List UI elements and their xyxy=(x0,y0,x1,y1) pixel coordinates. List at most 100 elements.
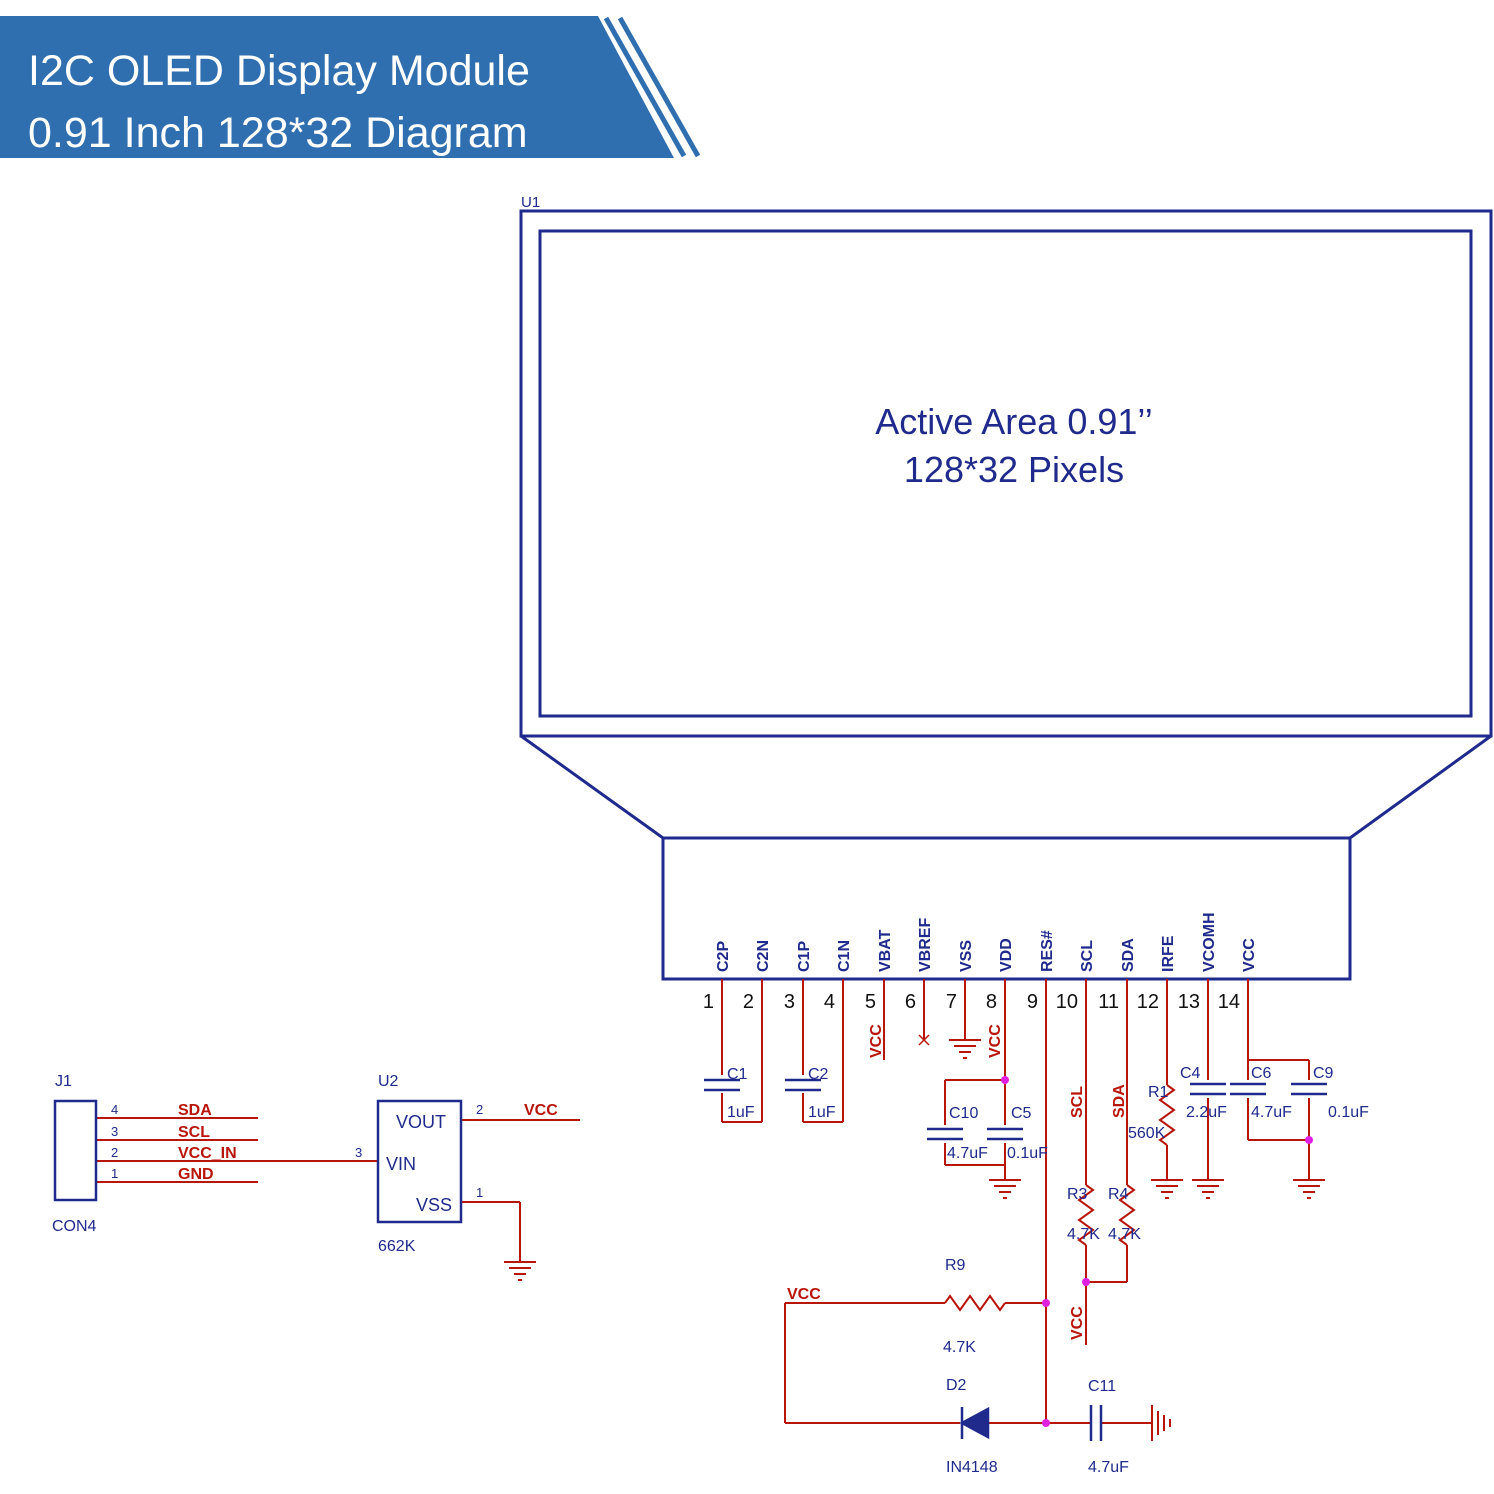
r9-value: 4.7K xyxy=(943,1339,976,1356)
c9-value: 0.1uF xyxy=(1328,1104,1369,1121)
r1-ref: R1 xyxy=(1148,1084,1169,1101)
c9-ref: C9 xyxy=(1313,1065,1334,1082)
u1-pin-number: 14 xyxy=(1218,991,1240,1013)
j1-net-gnd: GND xyxy=(178,1166,214,1183)
active-area-pixels: 128*32 Pixels xyxy=(904,449,1124,490)
title-banner-shape xyxy=(0,16,701,158)
j1-net-vcc-in: VCC_IN xyxy=(178,1145,237,1162)
u1-pin-number: 13 xyxy=(1178,991,1200,1013)
u1-pin-name: VSS xyxy=(958,940,975,972)
u2-out-net: VCC xyxy=(524,1102,558,1119)
u2-pin-name-vss: VSS xyxy=(416,1195,452,1215)
c4-value: 2.2uF xyxy=(1186,1104,1227,1121)
c11-ref: C11 xyxy=(1088,1378,1116,1395)
c1-value: 1uF xyxy=(727,1104,755,1121)
junction-dots xyxy=(1001,1076,1313,1427)
u1-pin-number: 9 xyxy=(1027,991,1038,1013)
u1-pin-group: C2P 1 C2N 2 C1P 3 C1N 4 VBAT 5 VBREF 6 VSS 7 VDD 8 RES# 9… xyxy=(703,912,1258,1013)
u1-pin-name: C1P xyxy=(796,941,813,972)
page-title: I2C OLED Display Module xyxy=(28,47,530,95)
c5-ref: C5 xyxy=(1011,1105,1032,1122)
c11-value: 4.7uF xyxy=(1088,1459,1129,1476)
ground-symbols xyxy=(504,1039,1325,1441)
u1-pin-name: VDD xyxy=(998,938,1015,972)
u2-pin-name-vin: VIN xyxy=(386,1154,416,1174)
u1-pin-number: 2 xyxy=(743,991,754,1013)
d2-value: IN4148 xyxy=(946,1459,998,1476)
no-connect-mark xyxy=(918,1034,930,1046)
u1-pin-name: VBREF xyxy=(917,918,934,972)
u1-pin-name: C1N xyxy=(836,940,853,972)
component-labels: C1 1uF C2 1uF C10 4.7uF C5 0.1uF C4 2.2u… xyxy=(727,1065,1369,1476)
u1-pin-number: 7 xyxy=(946,991,957,1013)
net-vcc-pin8: VCC xyxy=(987,1024,1004,1058)
c10-ref: C10 xyxy=(949,1105,978,1122)
u2-designator: U2 xyxy=(378,1073,399,1090)
u1-pin-name: SCL xyxy=(1079,940,1096,972)
u1-pin-number: 12 xyxy=(1137,991,1159,1013)
net-sda: SDA xyxy=(1111,1084,1128,1118)
j1-net-scl: SCL xyxy=(178,1124,210,1141)
u2-regulator: U2 662K VOUT VIN VSS 2 3 1 VCC xyxy=(355,1073,558,1255)
u1-pin-name: SDA xyxy=(1120,938,1137,972)
c4-ref: C4 xyxy=(1180,1065,1201,1082)
u1-pin-number: 11 xyxy=(1098,991,1119,1013)
c1-ref: C1 xyxy=(727,1066,748,1083)
u1-pin-number: 8 xyxy=(986,991,997,1013)
u1-pin-number: 3 xyxy=(784,991,795,1013)
d2-ref: D2 xyxy=(946,1377,967,1394)
u1-pin-name: VBAT xyxy=(877,929,894,972)
r3-value: 4.7K xyxy=(1067,1226,1100,1243)
r1-value: 560K xyxy=(1128,1125,1166,1142)
u1-pin-name: C2P xyxy=(715,941,732,972)
u2-pin-num-vss: 1 xyxy=(476,1185,483,1200)
page-subtitle: 0.91 Inch 128*32 Diagram xyxy=(28,109,528,157)
u1-pin-number: 10 xyxy=(1056,991,1078,1013)
c2-value: 1uF xyxy=(808,1104,836,1121)
u1-pin-name: VCC xyxy=(1241,938,1258,972)
u1-pin-name: C2N xyxy=(755,940,772,972)
r4-value: 4.7K xyxy=(1108,1226,1141,1243)
r4-ref: R4 xyxy=(1108,1186,1129,1203)
u2-pin-num-vout: 2 xyxy=(476,1102,483,1117)
net-vcc-reset: VCC xyxy=(787,1286,821,1303)
schematic-wires xyxy=(96,979,1310,1424)
j1-pin-num: 1 xyxy=(111,1166,118,1181)
c6-value: 4.7uF xyxy=(1251,1104,1292,1121)
c10-value: 4.7uF xyxy=(947,1145,988,1162)
capacitor-symbols xyxy=(704,1078,1327,1441)
c2-ref: C2 xyxy=(808,1066,829,1083)
net-scl: SCL xyxy=(1069,1086,1086,1118)
diode-symbol xyxy=(959,1406,990,1440)
c6-ref: C6 xyxy=(1251,1065,1272,1082)
active-area-label: Active Area 0.91’’ xyxy=(875,401,1153,442)
j1-connector: J1 CON4 4 3 2 1 SDA SCL VCC_IN GND xyxy=(52,1073,237,1235)
j1-pin-num: 2 xyxy=(111,1145,118,1160)
u1-pin-number: 6 xyxy=(905,991,916,1013)
u1-pin-number: 4 xyxy=(824,991,835,1013)
net-vcc-pullup: VCC xyxy=(1069,1306,1086,1340)
net-vcc-pin5: VCC xyxy=(868,1024,885,1058)
j1-pin-num: 4 xyxy=(111,1102,118,1117)
j1-net-sda: SDA xyxy=(178,1102,212,1119)
c5-value: 0.1uF xyxy=(1007,1145,1048,1162)
j1-designator: J1 xyxy=(55,1073,72,1090)
j1-part: CON4 xyxy=(52,1218,97,1235)
u1-oled-module xyxy=(519,209,1493,981)
j1-pin-num: 3 xyxy=(111,1124,118,1139)
r9-ref: R9 xyxy=(945,1257,966,1274)
u1-pin-number: 1 xyxy=(703,991,714,1013)
u2-pin-num-vin: 3 xyxy=(355,1145,362,1160)
u2-part: 662K xyxy=(378,1238,416,1255)
resistor-symbols xyxy=(944,1084,1176,1312)
u2-pin-name-vout: VOUT xyxy=(396,1112,446,1132)
u1-designator: U1 xyxy=(521,194,540,211)
net-labels: VCC VCC SCL SDA VCC VCC xyxy=(787,1024,1128,1340)
u1-pin-name: IRFE xyxy=(1160,935,1177,972)
u1-pin-number: 5 xyxy=(865,991,876,1013)
r3-ref: R3 xyxy=(1067,1186,1088,1203)
title-banner: I2C OLED Display Module 0.91 Inch 128*32… xyxy=(0,16,700,158)
u1-pin-name: RES# xyxy=(1039,930,1056,972)
u1-pin-name: VCOMH xyxy=(1201,912,1218,972)
